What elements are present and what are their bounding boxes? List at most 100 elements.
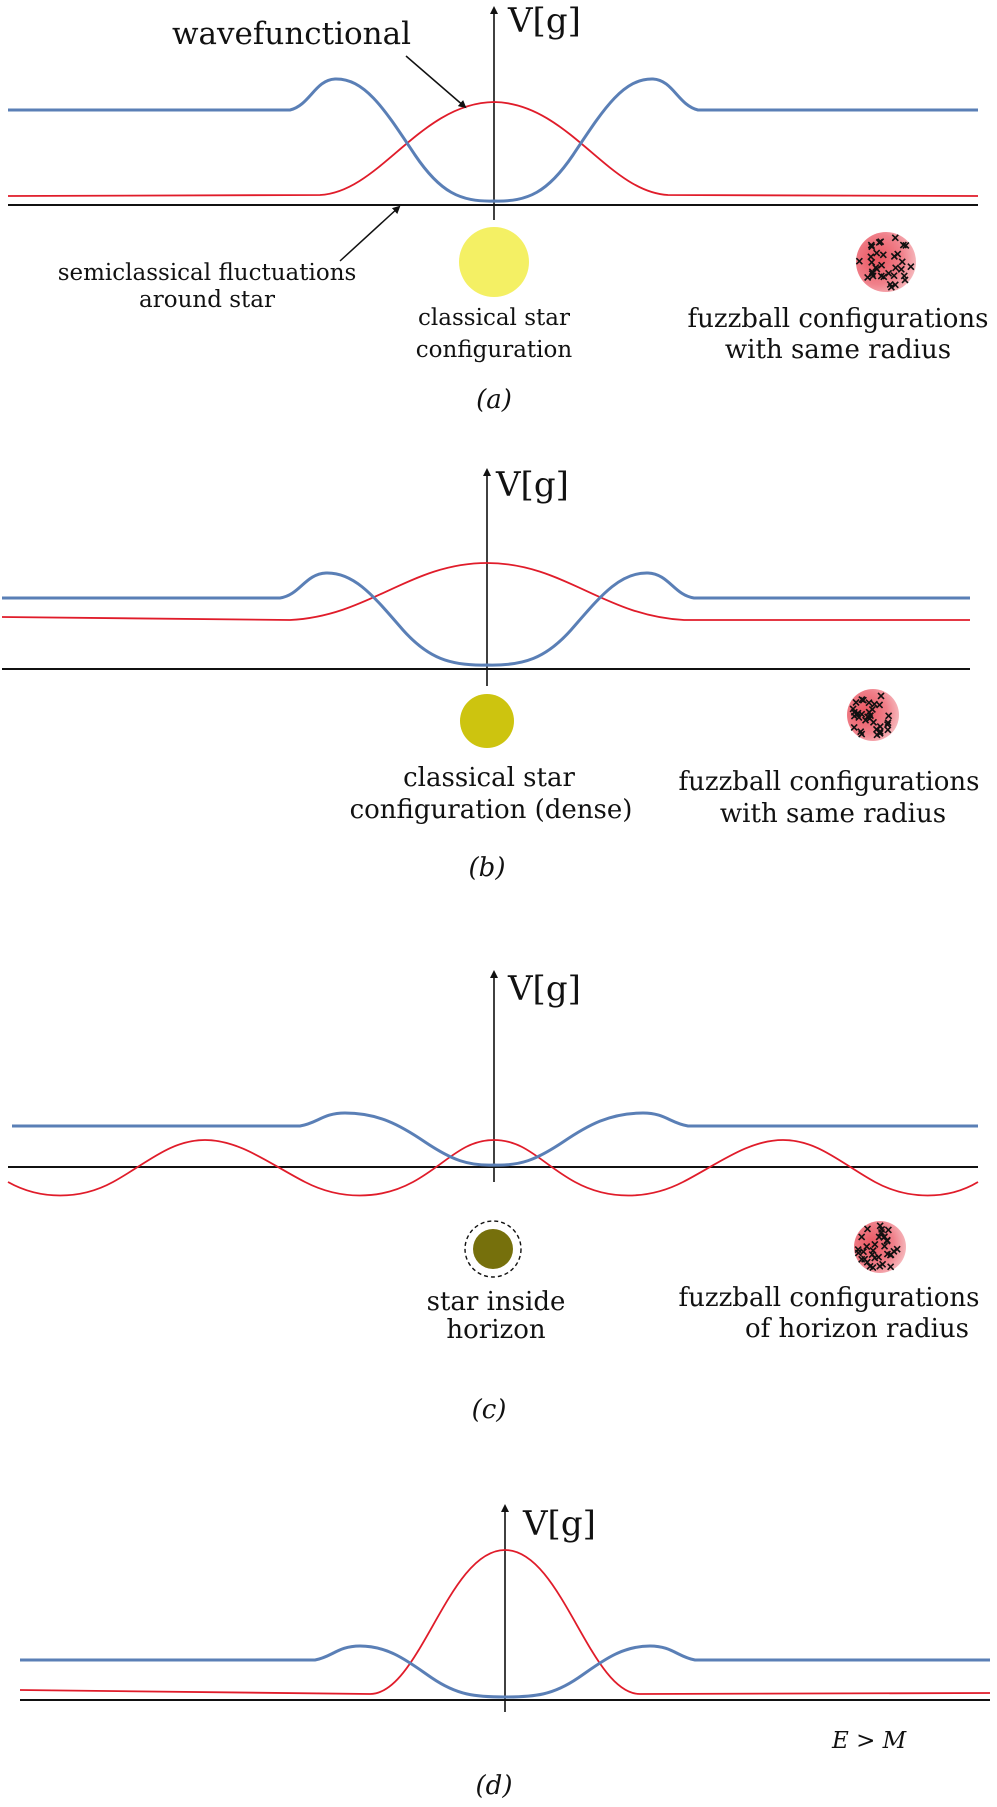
panel-b-fuzz-label-line1: fuzzball configurations (679, 767, 980, 797)
cross-mark-icon (859, 1248, 868, 1256)
panel-d-red-curve (19, 1549, 991, 1695)
panel-a-red-curve (7, 101, 979, 197)
cross-mark-icon (858, 1233, 866, 1241)
cross-mark-icon (866, 1262, 874, 1270)
classical-star (459, 227, 529, 297)
panel-b-red-curve (1, 562, 970, 621)
panel-b-fuzz-label-line2: with same radius (720, 799, 946, 829)
panel-c-fuzzball (854, 1221, 906, 1273)
wavefunctional-label: wavefunctional (172, 16, 411, 52)
cross-mark-icon (890, 1247, 898, 1255)
cross-mark-icon (850, 723, 858, 732)
cross-mark-icon (891, 234, 899, 242)
fuzzball-disc (854, 1221, 906, 1273)
cross-mark-icon (900, 272, 908, 280)
panel-c-fuzz-label-line1: fuzzball configurations (679, 1283, 980, 1313)
star-inside-horizon (473, 1229, 513, 1269)
cross-mark-icon (902, 241, 910, 249)
panel-c-caption: (c) (472, 1395, 507, 1425)
panel-a-star-label-line1: classical star (418, 305, 570, 331)
cross-mark-icon (857, 728, 865, 736)
cross-mark-icon (893, 1245, 901, 1253)
panel-a-caption: (a) (476, 385, 512, 415)
panel-b: V[g] classical star configuration (dense… (1, 465, 980, 883)
cross-mark-icon (880, 1233, 888, 1241)
cross-mark-icon (875, 701, 884, 709)
cross-mark-icon (868, 258, 876, 266)
panel-a-blue-curve (8, 77, 978, 203)
cross-mark-icon (892, 264, 900, 272)
cross-mark-icon (868, 268, 876, 276)
cross-mark-icon (877, 692, 885, 700)
panel-c-blue-curve (12, 1111, 978, 1167)
cross-mark-icon (894, 250, 902, 258)
cross-mark-icon (854, 1249, 862, 1257)
panel-a-fuzz-label-line1: fuzzball configurations (688, 304, 989, 334)
cross-mark-icon (875, 1253, 883, 1261)
cross-mark-icon (879, 251, 887, 259)
wavefunctional-arrow (405, 55, 467, 109)
cross-mark-icon (852, 698, 860, 706)
panel-c-red-curve (7, 1139, 979, 1197)
cross-mark-icon (865, 708, 873, 716)
cross-mark-icon (873, 249, 881, 257)
cross-mark-icon (885, 712, 893, 720)
panel-b-caption: (b) (469, 853, 506, 883)
panel-c-star-label-line1: star inside (427, 1287, 566, 1317)
cross-mark-icon (873, 731, 881, 739)
fluctuations-label-line1: semiclassical fluctuations (58, 260, 357, 286)
cross-mark-icon (849, 705, 857, 713)
cross-mark-icon (871, 1240, 879, 1249)
panel-b-blue-curve (2, 571, 970, 667)
cross-mark-icon (863, 1242, 871, 1251)
cross-mark-icon (867, 253, 875, 261)
panel-b-axis-label: V[g] (495, 465, 569, 505)
panel-c-axis-label: V[g] (507, 969, 581, 1009)
panel-b-fuzzball (847, 689, 899, 741)
cross-mark-icon (890, 272, 898, 280)
cross-mark-icon (884, 1226, 892, 1234)
cross-mark-icon (897, 265, 905, 273)
energy-label: E > M (831, 1728, 908, 1754)
cross-mark-icon (858, 710, 866, 718)
cross-mark-icon (859, 696, 867, 704)
cross-mark-icon (887, 1263, 895, 1271)
cross-mark-icon (876, 723, 884, 731)
panel-d-blue-curve (20, 1644, 990, 1699)
cross-mark-icon (876, 1262, 884, 1270)
panel-d: V[g] E > M (d) (19, 1504, 991, 1801)
cross-mark-icon (880, 273, 888, 281)
cross-mark-icon (877, 1228, 886, 1237)
cross-mark-icon (867, 241, 875, 249)
panel-d-caption: (d) (476, 1771, 513, 1801)
cross-mark-icon (850, 712, 858, 720)
cross-mark-icon (885, 269, 893, 277)
panel-b-star-label-line2: configuration (dense) (350, 795, 633, 825)
cross-mark-icon (887, 283, 895, 291)
cross-mark-icon (865, 699, 873, 707)
cross-mark-icon (907, 263, 915, 271)
cross-mark-icon (864, 273, 872, 281)
cross-mark-icon (875, 238, 883, 246)
fluctuations-arrow (339, 205, 401, 262)
cross-mark-icon (899, 241, 907, 249)
panel-a-fuzz-label-line2: with same radius (725, 335, 951, 365)
cross-mark-icon (883, 720, 892, 729)
panel-a-fuzzball (855, 232, 916, 292)
panel-d-axis-label: V[g] (522, 1504, 596, 1544)
panel-c-star-label-line2: horizon (446, 1315, 545, 1345)
panel-a-axis-label: V[g] (507, 1, 581, 41)
panel-c-fuzz-label-line2: of horizon radius (745, 1314, 969, 1344)
panel-c: V[g] star inside horizon fuzzball config… (7, 969, 980, 1425)
panel-b-star-label-line1: classical star (403, 763, 575, 793)
cross-mark-icon (880, 1242, 889, 1250)
cross-mark-icon (864, 713, 872, 721)
panel-a: V[g] wavefunctional semiclassical fluctu… (7, 1, 989, 415)
panel-a-star-label-line2: configuration (416, 337, 573, 363)
dense-star (460, 694, 514, 748)
cross-mark-icon (863, 1225, 872, 1233)
cross-mark-icon (898, 258, 906, 266)
cross-mark-icon (876, 1222, 884, 1230)
cross-mark-icon (855, 257, 863, 265)
